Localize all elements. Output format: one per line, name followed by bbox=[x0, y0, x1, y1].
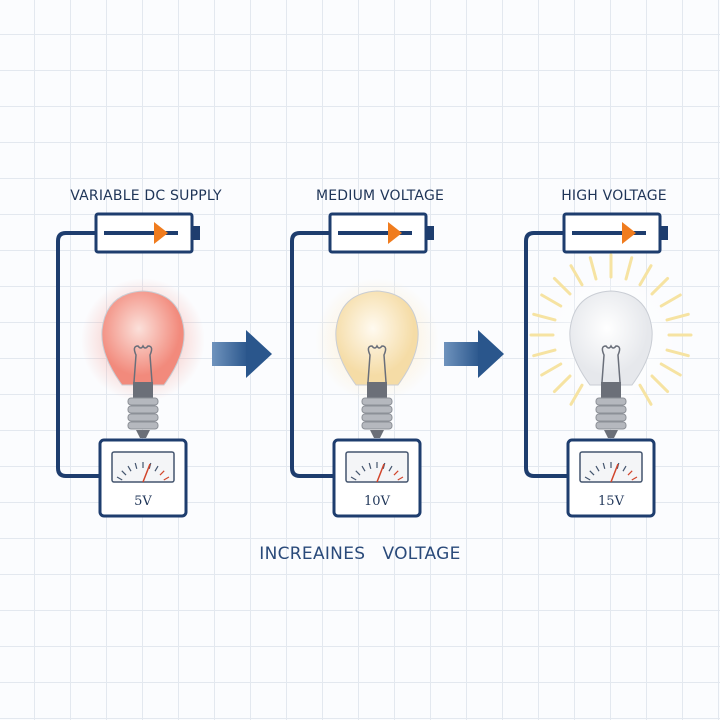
stage-2 bbox=[290, 212, 439, 518]
bulb-neck bbox=[601, 382, 621, 398]
stage-title: MEDIUM VOLTAGE bbox=[315, 188, 445, 204]
meter-reading: 10V bbox=[364, 494, 390, 509]
stage-3 bbox=[524, 212, 693, 518]
filament bbox=[133, 344, 153, 383]
filament bbox=[601, 344, 621, 383]
bulb-base bbox=[127, 397, 159, 438]
meter-reading: 15V bbox=[598, 494, 624, 509]
light-bulb bbox=[335, 290, 419, 386]
stage-1 bbox=[56, 212, 205, 518]
wire bbox=[56, 231, 100, 478]
slider-knob bbox=[388, 222, 402, 244]
meter-needle bbox=[610, 463, 619, 483]
slider-knob bbox=[622, 222, 636, 244]
arrow-right-1 bbox=[212, 330, 272, 378]
meter-needle bbox=[376, 463, 385, 483]
light-bulb bbox=[101, 290, 185, 386]
stage-title: HIGH VOLTAGE bbox=[561, 188, 667, 204]
filament bbox=[367, 344, 387, 383]
arrow-right-2 bbox=[444, 330, 504, 378]
battery-terminal bbox=[660, 226, 668, 240]
wire bbox=[524, 231, 568, 478]
slider-knob bbox=[154, 222, 168, 244]
meter-reading: 5V bbox=[134, 494, 152, 509]
bulb-neck bbox=[367, 382, 387, 398]
stage-title: VARIABLE DC SUPPLY bbox=[70, 188, 222, 204]
wire bbox=[290, 231, 334, 478]
footer-caption: INCREAINES VOLTAGE bbox=[259, 544, 461, 564]
meter-needle bbox=[142, 463, 151, 483]
bulb-base bbox=[595, 397, 627, 438]
battery-terminal bbox=[192, 226, 200, 240]
bulb-base bbox=[361, 397, 393, 438]
light-rays bbox=[529, 253, 693, 406]
bulb-neck bbox=[133, 382, 153, 398]
battery-terminal bbox=[426, 226, 434, 240]
light-bulb bbox=[569, 290, 653, 386]
